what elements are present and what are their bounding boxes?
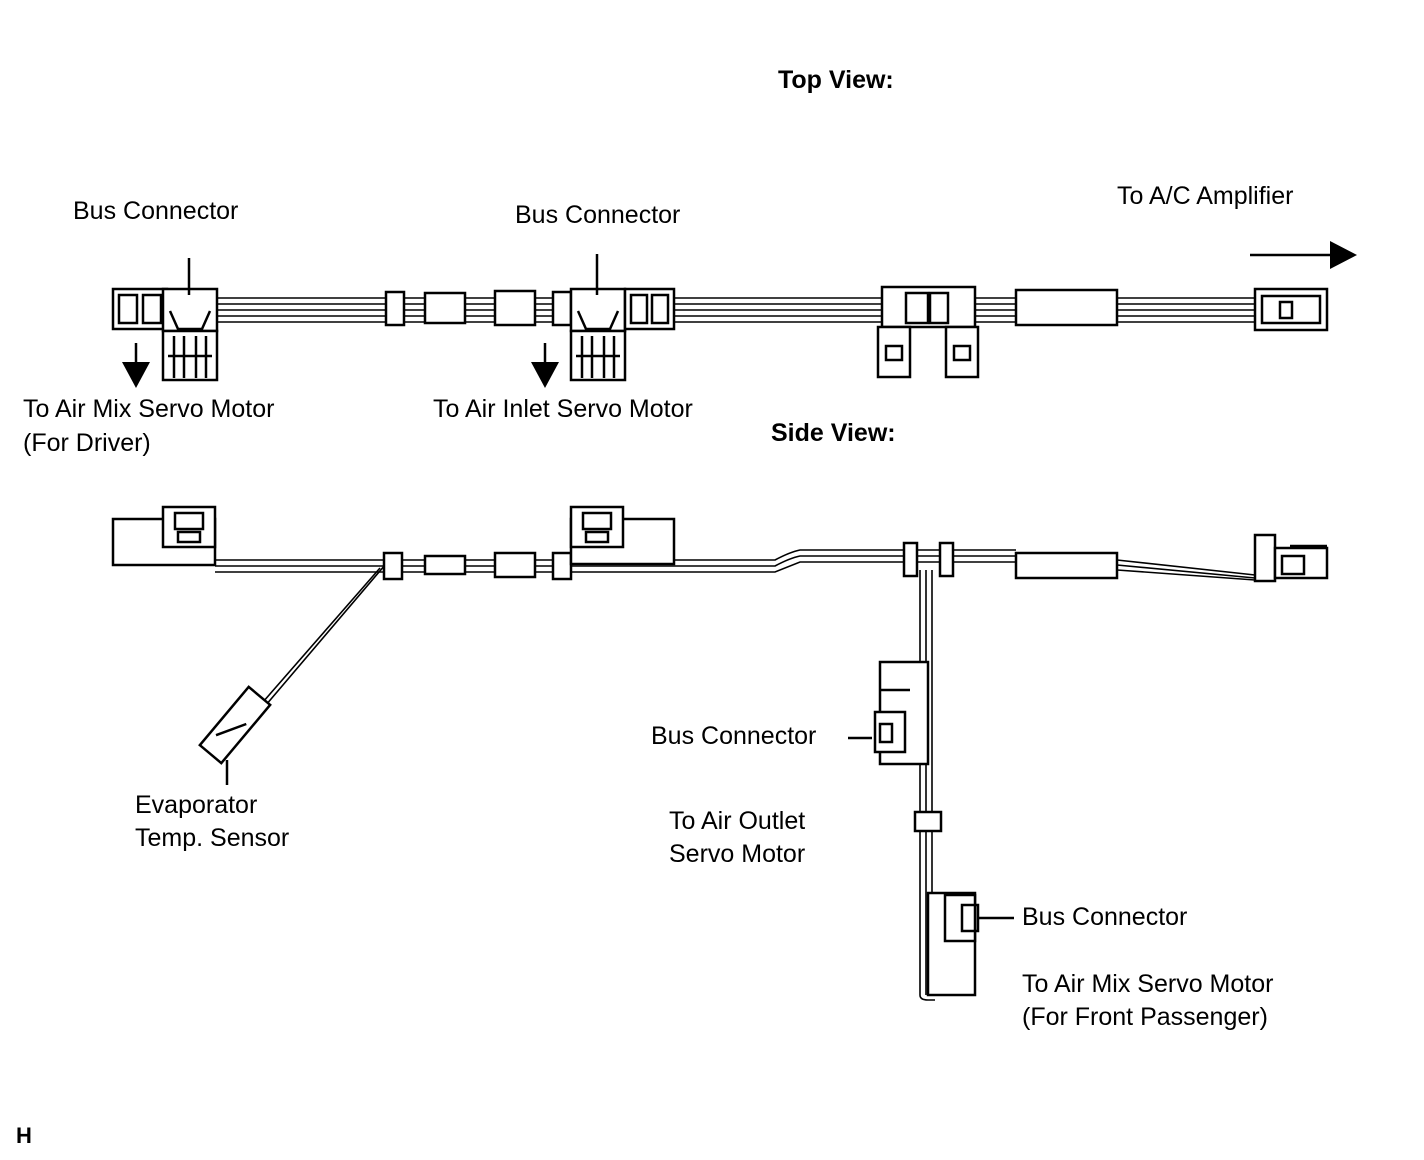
arrow-down-inlet [531,343,559,388]
top-bus-connector-driver [111,287,219,382]
label-evaporator-2: Temp. Sensor [135,824,290,852]
label-air-outlet-2: Servo Motor [669,840,806,868]
side-junction-clip-2 [938,541,955,578]
label-air-mix-passenger-2: (For Front Passenger) [1022,1003,1268,1031]
label-evaporator-1: Evaporator [135,791,258,819]
top-junction-connectors [876,285,980,379]
side-main-wire [215,549,1256,581]
side-connector-passenger [926,891,1014,997]
side-view-heading: Side View: [771,419,896,447]
side-clip-2 [551,551,573,581]
figure-code: H [16,1123,32,1148]
side-view-harness [111,505,1329,1001]
side-drop-branch [913,570,943,1001]
side-protector-2 [493,551,537,579]
label-air-mix-driver-1: To Air Mix Servo Motor [23,395,275,423]
side-protector-1 [423,554,467,576]
side-connector-driver [111,505,217,567]
label-air-mix-passenger-1: To Air Mix Servo Motor [1022,970,1274,998]
top-bus-connector-inlet [569,287,676,382]
label-bus-connector-1: Bus Connector [73,197,239,225]
top-clip-1 [384,290,406,327]
label-bus-connector-2: Bus Connector [515,201,681,229]
label-air-mix-driver-2: (For Driver) [23,429,151,457]
arrow-right-ac [1250,241,1357,269]
label-air-inlet: To Air Inlet Servo Motor [433,395,693,423]
top-connector-ac-amplifier [1253,287,1329,332]
top-protector-3 [1014,288,1119,327]
side-junction-clip-1 [902,541,919,578]
side-connector-outlet [848,660,930,766]
side-connector-ac-amplifier [1253,533,1329,583]
label-bus-connector-4: Bus Connector [1022,903,1188,931]
side-protector-3 [1014,551,1119,580]
label-bus-connector-3: Bus Connector [651,722,817,750]
label-air-outlet-1: To Air Outlet [669,807,806,835]
top-view-harness [111,241,1357,388]
top-protector-1 [423,291,467,325]
side-connector-inlet [569,505,676,566]
arrow-down-driver [122,343,150,388]
top-view-heading: Top View: [778,66,894,94]
top-protector-2 [493,289,537,327]
top-clip-2 [551,290,573,327]
label-to-ac-amplifier: To A/C Amplifier [1117,182,1294,210]
side-evaporator-branch [198,551,404,785]
